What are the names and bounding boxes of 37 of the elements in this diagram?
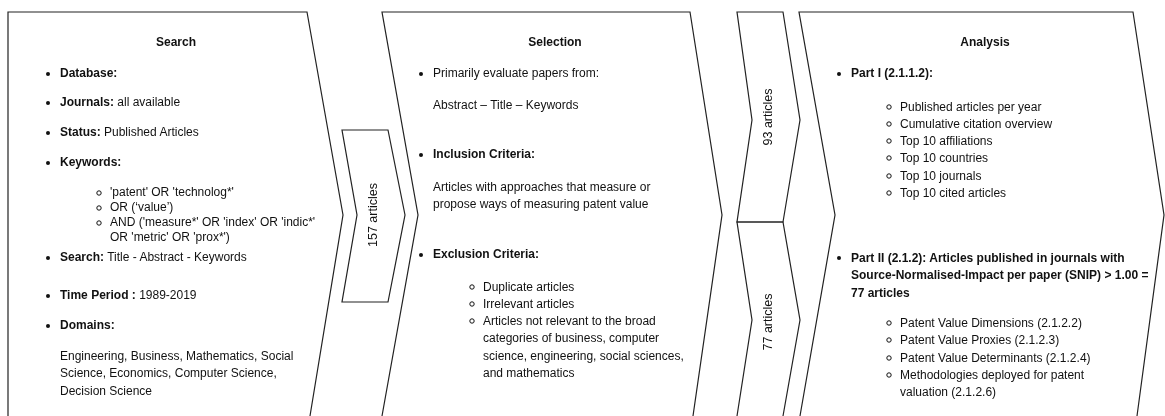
count-label: 157 articles (366, 183, 380, 247)
heading: Search (155, 35, 197, 50)
paragraph: Abstract – Title – Keywords (433, 98, 580, 113)
list-item: Part I (2.1.1.2): (851, 66, 935, 81)
count-label: 77 articles (761, 293, 775, 351)
sub-list-item: Top 10 journals (900, 168, 983, 185)
sub-list-item: Published articles per year (900, 99, 1043, 116)
heading: Analysis (959, 35, 1011, 50)
sub-list-item: 'patent' OR 'technolog*' (110, 185, 235, 200)
count-label: 93 articles (761, 88, 775, 146)
sub-list-item: Articles not relevant to the broad categories of business, computer science, engineering, social sciences, and mathematics (483, 313, 685, 382)
list-item: Inclusion Criteria: (433, 147, 537, 162)
list-item: Primarily evaluate papers from: (433, 66, 601, 81)
sub-list-item: OR (‘value’) (110, 200, 175, 215)
sub-list-item: AND ('measure*' OR 'index' OR 'indic*' OR 'metric' OR 'prox*') (110, 215, 317, 245)
sub-list-item: Patent Value Determinants (2.1.2.4) (900, 350, 1092, 367)
heading: Selection (527, 35, 583, 50)
list-item: Part II (2.1.2): Articles published in journals with Source-Normalised-Impact per paper (SNIP) > 1.00 = 77 articles (851, 250, 1150, 302)
paragraph: Articles with approaches that measure or propose ways of measuring patent value (433, 179, 652, 214)
list-item: Time Period : 1989-2019 (60, 288, 198, 303)
list-item: Exclusion Criteria: (433, 247, 541, 262)
sub-list-item: Top 10 cited articles (900, 185, 1008, 202)
list-item: Status: Published Articles (60, 125, 200, 140)
list-item: Journals: all available (60, 95, 182, 110)
paragraph: Engineering, Business, Mathematics, Social Science, Economics, Computer Science, Decision Science (60, 348, 295, 400)
sub-list-item: Duplicate articles (483, 279, 576, 296)
sub-list-item: Top 10 affiliations (900, 133, 994, 150)
sub-list-item: Top 10 countries (900, 150, 990, 167)
sub-list-item: Methodologies deployed for patent valuation (2.1.2.6) (900, 367, 1086, 402)
list-item: Database: (60, 66, 119, 81)
sub-list-item: Cumulative citation overview (900, 116, 1054, 133)
sub-list-item: Patent Value Dimensions (2.1.2.2) (900, 315, 1083, 332)
sub-list-item: Irrelevant articles (483, 296, 576, 313)
list-item: Domains: (60, 318, 116, 333)
list-item: Search: Title - Abstract - Keywords (60, 250, 248, 265)
list-item: Keywords: (60, 155, 123, 170)
sub-list-item: Patent Value Proxies (2.1.2.3) (900, 332, 1061, 349)
